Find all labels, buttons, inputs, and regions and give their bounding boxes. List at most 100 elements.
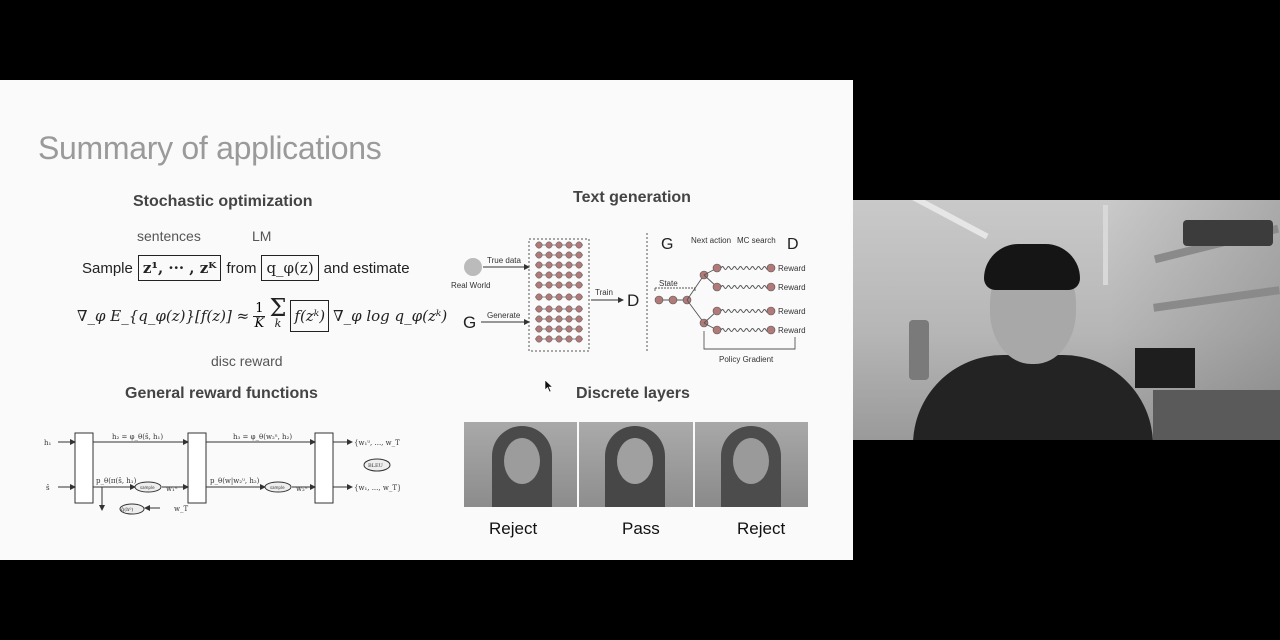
token-node [565,335,573,343]
text-generation-heading: Text generation [573,189,691,206]
tree-edge [720,285,770,289]
token-node [545,315,553,323]
token-node [545,281,553,289]
token-node [565,241,573,249]
tree-node [712,282,722,292]
label-disc-reward: disc reward [211,353,283,369]
stochastic-heading: Stochastic optimization [133,193,313,210]
webcam-video [853,200,1280,440]
tree-edge [703,331,796,350]
token-node [545,305,553,313]
rnn-cell-2 [187,432,207,504]
token-node [535,315,543,323]
generate-label: Generate [487,311,521,320]
reward-label: Reward [778,307,806,316]
token-node [535,305,543,313]
sum: Σ k [269,294,287,332]
tree-edge [720,309,770,313]
token-node [555,261,563,269]
token-node [575,251,583,259]
input-s: ŝ [46,484,50,492]
token-node [555,305,563,313]
fraction: 1 K [253,301,266,331]
w-label-1: w₁ᵘ [166,485,178,493]
token-node [545,325,553,333]
sample-word: Sample [82,259,133,277]
token-node [545,335,553,343]
bleu-node [363,458,391,472]
token-node [535,335,543,343]
token-node [535,261,543,269]
token-node [575,305,583,313]
face-label-3: Reject [737,519,786,538]
sample-label-2: sample [270,485,285,490]
label-sentences: sentences [137,228,201,244]
token-node [565,271,573,279]
policy-gradient-label: Policy Gradient [719,355,774,364]
discriminator-d-right: D [787,236,799,253]
token-node [555,315,563,323]
token-node [545,261,553,269]
token-node [535,241,543,249]
face-image-3 [692,422,808,507]
token-node [575,293,583,301]
sample-line: Sample z¹, ··· , zᴷ from q_φ(z) and esti… [82,255,410,281]
from-word: from [226,259,257,277]
shelf-items [1183,220,1273,246]
person-hair [984,244,1080,290]
right-label-2: {w₁, ..., w_T} [354,484,400,492]
mid-eq-2: p_θ(w|w₂ᵘ, h₂) [210,477,260,485]
token-node [535,271,543,279]
state-label: State [659,279,678,288]
token-node [565,325,573,333]
pipe [1103,205,1108,285]
token-node [535,281,543,289]
sum-subscript: k [274,317,282,330]
tree-node [766,306,776,316]
discrete-layers-heading: Discrete layers [576,385,690,402]
mc-search-label: MC search [737,236,776,245]
tree-edge [654,288,696,291]
token-node [545,241,553,249]
reward-functions-heading: General reward functions [125,385,318,402]
true-data-label: True data [487,256,521,265]
tree-node [712,306,722,316]
token-node [575,271,583,279]
generator-g-right: G [661,236,673,253]
reward-label: Reward [778,283,806,292]
tree-node [766,325,776,335]
train-label: Train [595,288,613,297]
seqgan-diagram: Real World True data G Generate Train D … [451,233,806,364]
reward-box: f(zᵏ) [290,300,330,332]
token-node [565,293,573,301]
token-node [555,325,563,333]
samples-box: z¹, ··· , zᴷ [137,255,222,281]
token-node [575,325,583,333]
gradient-rhs: ∇_φ log q_φ(zᵏ) [333,307,448,325]
token-node [565,251,573,259]
bleu-label: BLEU [368,463,383,469]
tree-edge [686,274,705,324]
mouse-cursor-icon [544,379,554,393]
tree-node [654,295,664,305]
token-node [575,261,583,269]
desk [1153,390,1280,440]
sum-symbol: Σ [269,294,287,322]
sample-node-1 [134,481,162,493]
ref-label: ĝ(h⁰) [121,506,133,513]
face-strip [464,422,808,507]
token-node [555,281,563,289]
tree-node [712,325,722,335]
label-lm: LM [252,228,272,244]
rnn-cell-1 [74,432,94,504]
discriminator-d-left: D [627,291,639,310]
monitor [1135,348,1195,388]
rnn-cell-3 [314,432,334,504]
ref-input: w_T [174,505,188,513]
sequences-box [528,238,590,352]
real-world-label: Real World [451,281,490,290]
fraction-denominator: K [254,315,265,331]
tree-edge [720,328,770,332]
tree-node [766,282,776,292]
